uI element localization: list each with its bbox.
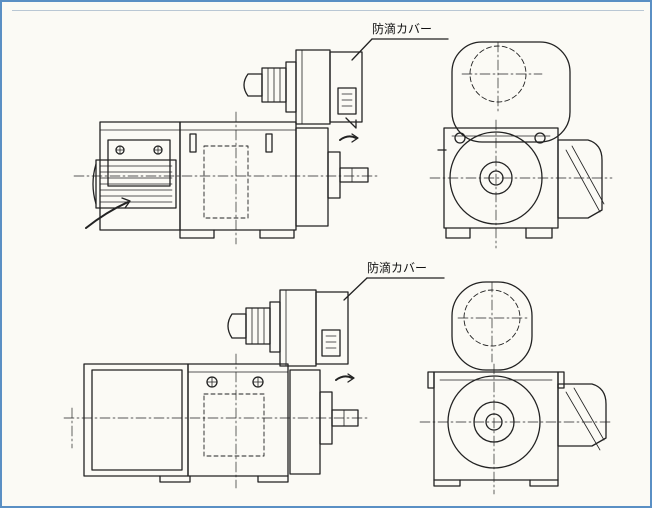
blower-housing-top (295, 49, 363, 129)
blower-motor-bottom (227, 301, 281, 353)
drip-proof-cover-label-top: 防滴カバー (372, 22, 433, 36)
motor-end-view-top (429, 41, 613, 249)
frame-inner-line (12, 10, 644, 11)
drip-proof-cover-label-bottom: 防滴カバー (367, 261, 428, 275)
motor-side-view-top (73, 38, 449, 245)
motor-end-view-bottom (419, 281, 611, 495)
main-motor-top (73, 111, 379, 245)
motor-side-view-bottom (63, 277, 445, 489)
blower-housing-bottom (279, 289, 349, 367)
blower-motor-top (243, 61, 297, 113)
main-motor-bottom (63, 353, 369, 489)
